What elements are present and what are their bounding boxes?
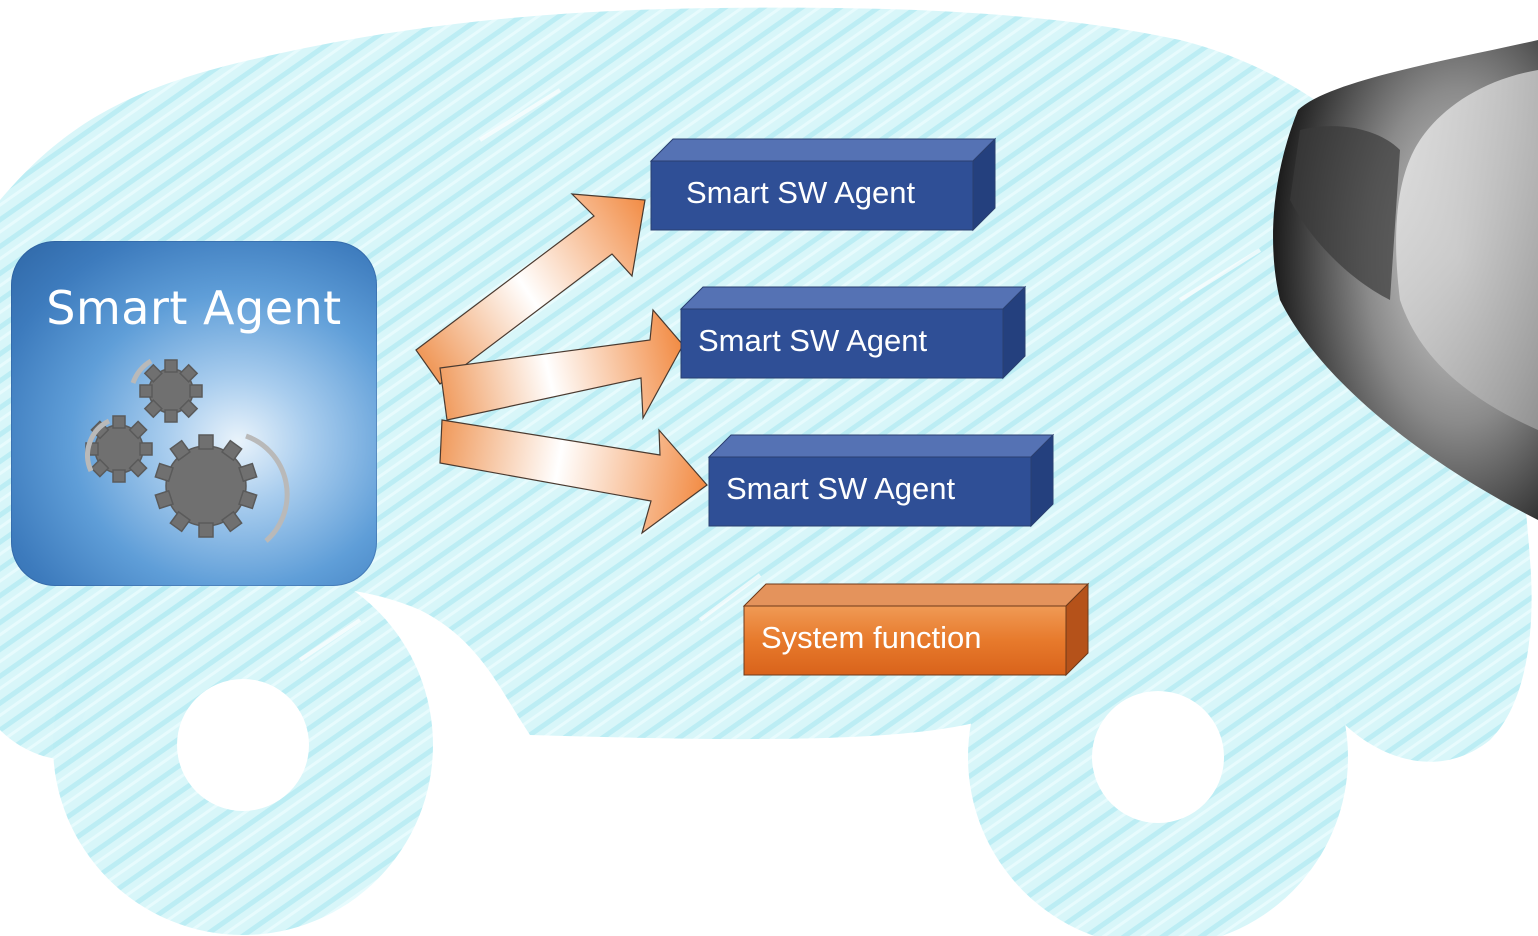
- smart-sw-agent-2-front-face: [680, 308, 1004, 379]
- smart-sw-agent-2-label: Smart SW Agent: [698, 323, 928, 358]
- system-function-box: System function: [742, 582, 1110, 677]
- smart-sw-agent-1-shape: [649, 137, 997, 232]
- system-function-box-top-face: [742, 583, 1090, 607]
- smart-sw-agent-3-front-face: [708, 456, 1032, 527]
- smart-sw-agent-2-top-face: [679, 286, 1027, 310]
- smart-sw-agent-3-top-face: [707, 434, 1055, 458]
- smart-sw-agent-1: Smart SW Agent: [649, 137, 1017, 232]
- smart-sw-agent-3: Smart SW Agent: [707, 433, 1075, 528]
- system-function-box-front-face: [743, 605, 1067, 676]
- smart-sw-agent-2-shape: [679, 285, 1027, 380]
- smart-agent-box: Smart Agent: [11, 241, 377, 586]
- system-function-box-label: System function: [761, 620, 982, 655]
- smart-sw-agent-3-shape: [707, 433, 1055, 528]
- arrow-to-agent-1: [415, 193, 646, 385]
- gears-icon: [85, 358, 290, 543]
- smart-sw-agent-2: Smart SW Agent: [679, 285, 1047, 380]
- smart-sw-agent-3-label: Smart SW Agent: [726, 471, 956, 506]
- system-function-box-shape: [742, 582, 1090, 677]
- smart-sw-agent-1-front-face: [650, 160, 974, 231]
- smart-sw-agent-1-label: Smart SW Agent: [686, 175, 916, 210]
- arrow-to-agent-3: [439, 419, 708, 535]
- arrow-to-agent-2: [439, 308, 684, 421]
- smart-agent-title: Smart Agent: [46, 281, 342, 335]
- smart-sw-agent-1-top-face: [649, 138, 997, 162]
